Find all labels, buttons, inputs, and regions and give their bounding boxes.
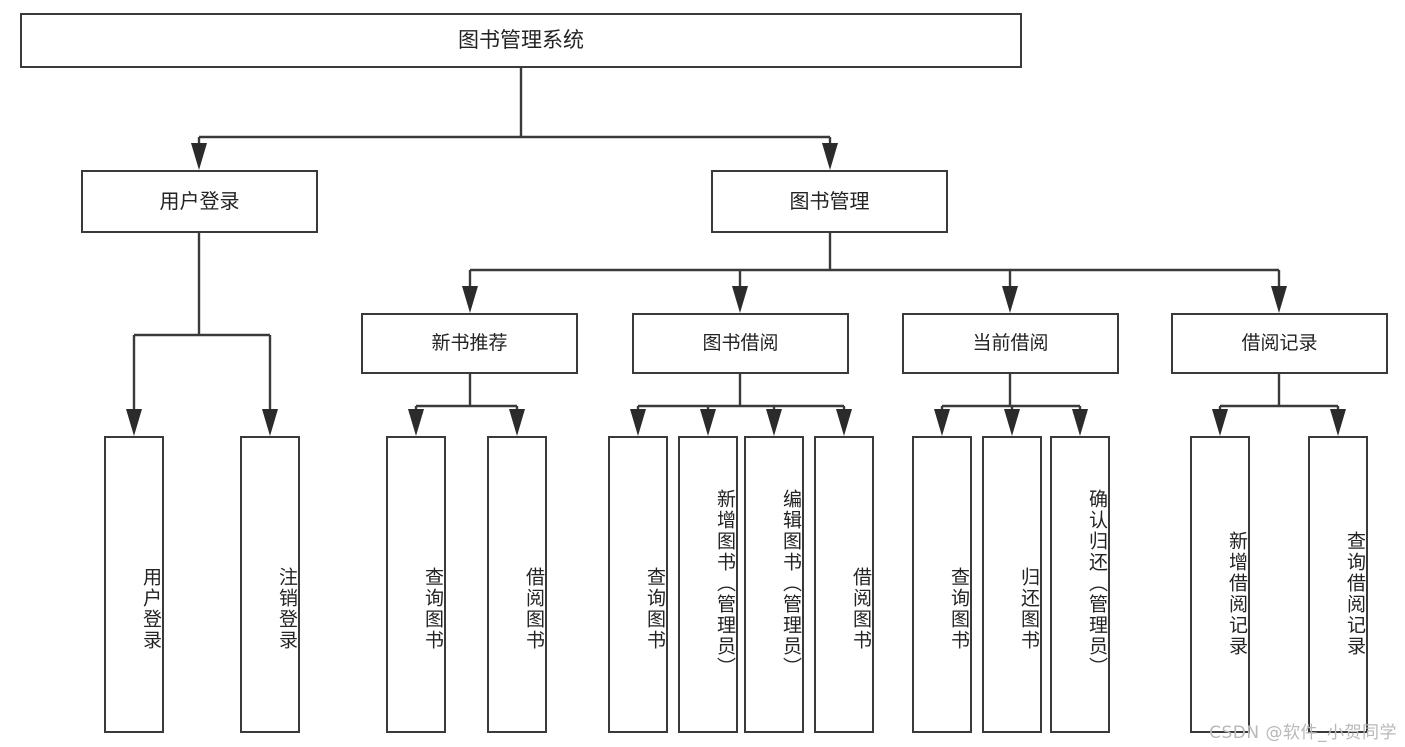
node-label: 新书推荐 [431, 331, 508, 354]
node-label: 用户登录 [140, 566, 162, 651]
node-label: 查询借阅记录 [1344, 530, 1366, 657]
leaf-query-borrow-record[interactable]: 查询借阅记录 [1308, 436, 1368, 733]
leaf-edit-book-admin[interactable]: 编辑图书（管理员） [744, 436, 804, 733]
node-label: 确认归还（管理员） [1086, 489, 1108, 678]
node-label: 新增图书（管理员） [714, 489, 736, 678]
node-label: 编辑图书（管理员） [780, 489, 802, 678]
node-label: 查询图书 [644, 566, 666, 651]
node-label: 借阅图书 [850, 566, 872, 651]
leaf-query-book-recommend[interactable]: 查询图书 [386, 436, 446, 733]
leaf-user-login[interactable]: 用户登录 [104, 436, 164, 733]
node-label: 当前借阅 [972, 331, 1049, 354]
node-label: 新增借阅记录 [1226, 530, 1248, 657]
leaf-logout[interactable]: 注销登录 [240, 436, 300, 733]
leaf-query-book-current[interactable]: 查询图书 [912, 436, 972, 733]
leaf-confirm-return-admin[interactable]: 确认归还（管理员） [1050, 436, 1110, 733]
node-book-management[interactable]: 图书管理 [711, 170, 948, 233]
leaf-borrow-book-recommend[interactable]: 借阅图书 [487, 436, 547, 733]
node-label: 图书借阅 [702, 331, 779, 354]
node-user-login[interactable]: 用户登录 [81, 170, 318, 233]
node-label: 查询图书 [948, 566, 970, 651]
node-label: 借阅图书 [523, 566, 545, 651]
node-book-borrow[interactable]: 图书借阅 [632, 313, 849, 374]
node-label: 图书管理 [789, 189, 870, 213]
node-borrow-record[interactable]: 借阅记录 [1171, 313, 1388, 374]
leaf-return-book[interactable]: 归还图书 [982, 436, 1042, 733]
node-label: 图书管理系统 [458, 28, 584, 53]
leaf-borrow-book[interactable]: 借阅图书 [814, 436, 874, 733]
node-label: 归还图书 [1018, 566, 1040, 651]
node-current-borrow[interactable]: 当前借阅 [902, 313, 1119, 374]
leaf-add-borrow-record[interactable]: 新增借阅记录 [1190, 436, 1250, 733]
node-new-book-recommendation[interactable]: 新书推荐 [361, 313, 578, 374]
csdn-watermark: CSDN @软件_小贺同学 [1209, 723, 1397, 743]
node-label: 查询图书 [422, 566, 444, 651]
leaf-add-book-admin[interactable]: 新增图书（管理员） [678, 436, 738, 733]
node-root-system[interactable]: 图书管理系统 [20, 13, 1022, 68]
node-label: 借阅记录 [1241, 331, 1318, 354]
leaf-query-book-borrow[interactable]: 查询图书 [608, 436, 668, 733]
node-label: 用户登录 [159, 189, 240, 213]
node-label: 注销登录 [276, 566, 298, 651]
